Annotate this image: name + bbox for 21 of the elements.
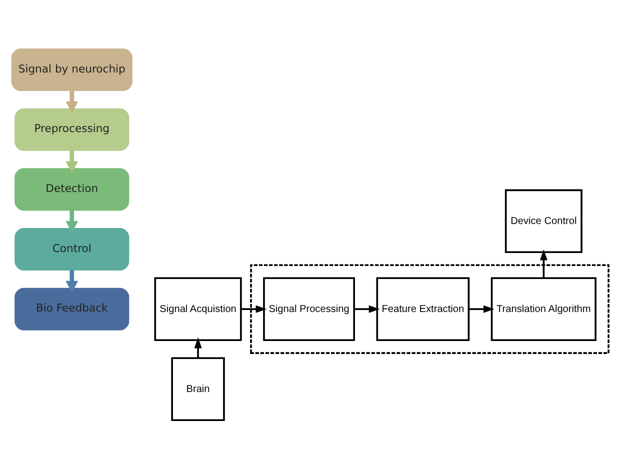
arrow <box>66 150 78 174</box>
arrow <box>194 337 202 358</box>
arrow <box>241 305 267 313</box>
node-box: Preprocessing <box>14 108 130 151</box>
node-box: Control <box>14 228 130 271</box>
arrow <box>540 249 548 278</box>
arrow <box>66 90 78 114</box>
node-box: Signal by neurochip <box>11 48 132 92</box>
arrow <box>468 305 494 313</box>
node-box: Feature Extraction <box>376 277 470 341</box>
node-box: Bio Feedback <box>14 288 130 330</box>
cluster <box>250 264 610 354</box>
node-box: Brain <box>171 357 225 422</box>
arrow <box>66 270 78 293</box>
arrow <box>354 305 380 313</box>
node-box: Signal Processing <box>263 277 355 341</box>
node-box: Translation Algorithm <box>490 277 596 341</box>
arrow <box>66 210 78 233</box>
node-box: Detection <box>14 168 130 211</box>
node-box: Signal Acquistion <box>154 277 242 341</box>
node-box: Device Control <box>504 189 582 254</box>
